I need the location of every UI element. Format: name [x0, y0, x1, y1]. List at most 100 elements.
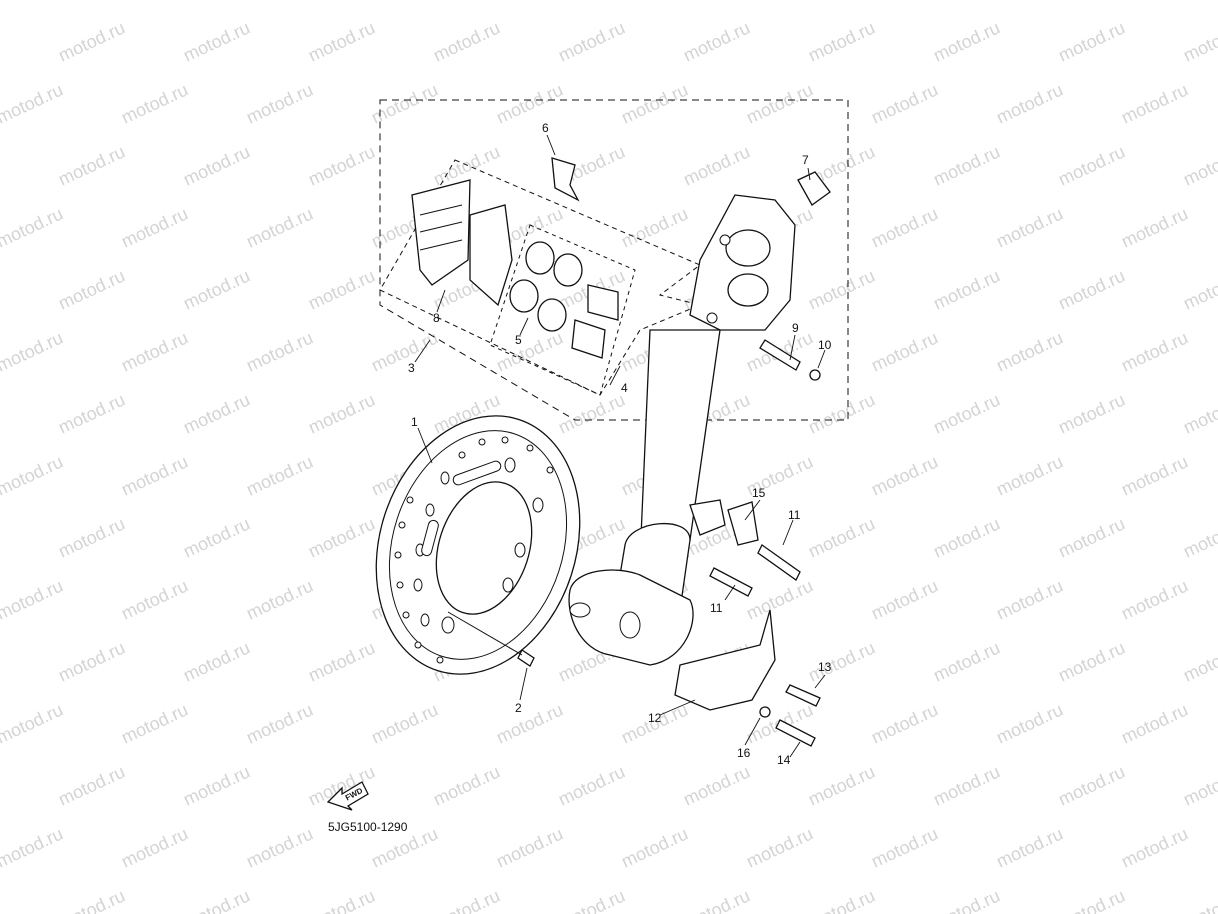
watermark-text: motod.ru [180, 265, 253, 313]
watermark-text: motod.ru [1180, 265, 1218, 313]
caliper-body [689, 194, 796, 331]
watermark-text: motod.ru [55, 761, 128, 809]
watermark-text: motod.ru [993, 451, 1066, 499]
brake-pads [411, 179, 513, 307]
diagram-reference-code: 5JG5100-1290 [328, 820, 408, 834]
callout-15: 15 [752, 486, 766, 500]
assembly-boundary [379, 99, 849, 421]
watermark-text: motod.ru [118, 451, 191, 499]
watermark-text: motod.ru [0, 575, 66, 623]
callout-12: 12 [648, 711, 662, 725]
watermark-text: motod.ru [1055, 761, 1128, 809]
watermark-text: motod.ru [743, 823, 816, 871]
pad-kit-boundary [379, 159, 702, 396]
watermark-text: motod.ru [0, 451, 66, 499]
watermark-text: motod.ru [680, 761, 753, 809]
watermark-text: motod.ru [305, 265, 378, 313]
watermark-text: motod.ru [1118, 575, 1191, 623]
guard-bracket [709, 501, 801, 597]
watermark-text: motod.ru [930, 513, 1003, 561]
watermark-text: motod.ru [430, 761, 503, 809]
callout-11b: 11 [710, 601, 723, 615]
watermark-text: motod.ru [1118, 203, 1191, 251]
watermark-text: motod.ru [305, 513, 378, 561]
watermark-text: motod.ru [180, 761, 253, 809]
callout-1: 1 [411, 415, 418, 429]
watermark-text: motod.ru [1180, 141, 1218, 189]
watermark-text: motod.ru [993, 203, 1066, 251]
watermark-text: motod.ru [993, 699, 1066, 747]
watermark-text: motod.ru [805, 513, 878, 561]
watermark-text: motod.ru [0, 17, 3, 65]
watermark-text: motod.ru [1055, 885, 1128, 914]
watermark-text: motod.ru [868, 575, 941, 623]
pad-spring [551, 157, 580, 202]
watermark-text: motod.ru [368, 699, 441, 747]
watermark-text: motod.ru [305, 885, 378, 914]
watermark-text: motod.ru [993, 575, 1066, 623]
callouts: 1 2 3 4 5 6 7 8 9 10 11 11 12 13 14 15 1… [408, 121, 832, 767]
watermark-text: motod.ru [805, 637, 878, 685]
watermark-text: motod.ru [243, 0, 316, 4]
watermark-text: motod.ru [0, 141, 3, 189]
watermark-text: motod.ru [555, 885, 628, 914]
watermark-text: motod.ru [1180, 637, 1218, 685]
watermark-text: motod.ru [0, 203, 66, 251]
watermark-text: motod.ru [1118, 699, 1191, 747]
watermark-text: motod.ru [305, 389, 378, 437]
watermark-text: motod.ru [243, 823, 316, 871]
watermark-text: motod.ru [55, 17, 128, 65]
watermark-text: motod.ru [993, 79, 1066, 127]
watermark-text: motod.ru [555, 17, 628, 65]
watermark-text: motod.ru [118, 699, 191, 747]
callout-10: 10 [818, 338, 832, 352]
callout-11a: 11 [788, 508, 801, 522]
watermark-text: motod.ru [180, 17, 253, 65]
fwd-arrow-icon: FWD [326, 781, 369, 811]
leader-lines [414, 134, 826, 758]
watermark-text: motod.ru [118, 0, 191, 4]
watermark-text: motod.ru [55, 885, 128, 914]
watermark-text: motod.ru [930, 761, 1003, 809]
watermark-text: motod.ru [805, 265, 878, 313]
watermark-text: motod.ru [243, 575, 316, 623]
watermark-text: motod.ru [180, 389, 253, 437]
watermark-text: motod.ru [430, 17, 503, 65]
watermark-text: motod.ru [618, 79, 691, 127]
watermark-text: motod.ru [1180, 761, 1218, 809]
watermark-text: motod.ru [55, 265, 128, 313]
watermark-text: motod.ru [618, 823, 691, 871]
watermark-text: motod.ru [0, 637, 3, 685]
watermark-text: motod.ru [1180, 17, 1218, 65]
watermark-text: motod.ru [118, 823, 191, 871]
callout-4: 4 [621, 381, 628, 395]
disc-bolt [447, 611, 535, 667]
watermark-text: motod.ru [243, 451, 316, 499]
watermark-text: motod.ru [118, 79, 191, 127]
watermark-text: motod.ru [993, 0, 1066, 4]
watermark-text: motod.ru [1055, 513, 1128, 561]
callout-5: 5 [515, 333, 522, 347]
watermark-text: motod.ru [868, 823, 941, 871]
watermark-text: motod.ru [868, 327, 941, 375]
callout-16: 16 [737, 746, 751, 760]
callout-14: 14 [777, 753, 791, 767]
watermark-text: motod.ru [868, 0, 941, 4]
watermark-text: motod.ru [1118, 327, 1191, 375]
watermark-text: motod.ru [180, 637, 253, 685]
watermark-text: motod.ru [930, 389, 1003, 437]
watermark-text: motod.ru [1055, 265, 1128, 313]
watermark-text: motod.ru [305, 17, 378, 65]
watermark-text: motod.ru [493, 699, 566, 747]
watermark-text: motod.ru [0, 823, 66, 871]
watermark-text: motod.ru [743, 0, 816, 4]
watermark-text: motod.ru [55, 389, 128, 437]
watermark-text: motod.ru [930, 17, 1003, 65]
watermark-text: motod.ru [1118, 0, 1191, 4]
watermark-text: motod.ru [368, 79, 441, 127]
front-fork [568, 329, 726, 666]
watermark-text: motod.ru [243, 203, 316, 251]
watermark-text: motod.ru [243, 699, 316, 747]
watermark-text: motod.ru [805, 761, 878, 809]
